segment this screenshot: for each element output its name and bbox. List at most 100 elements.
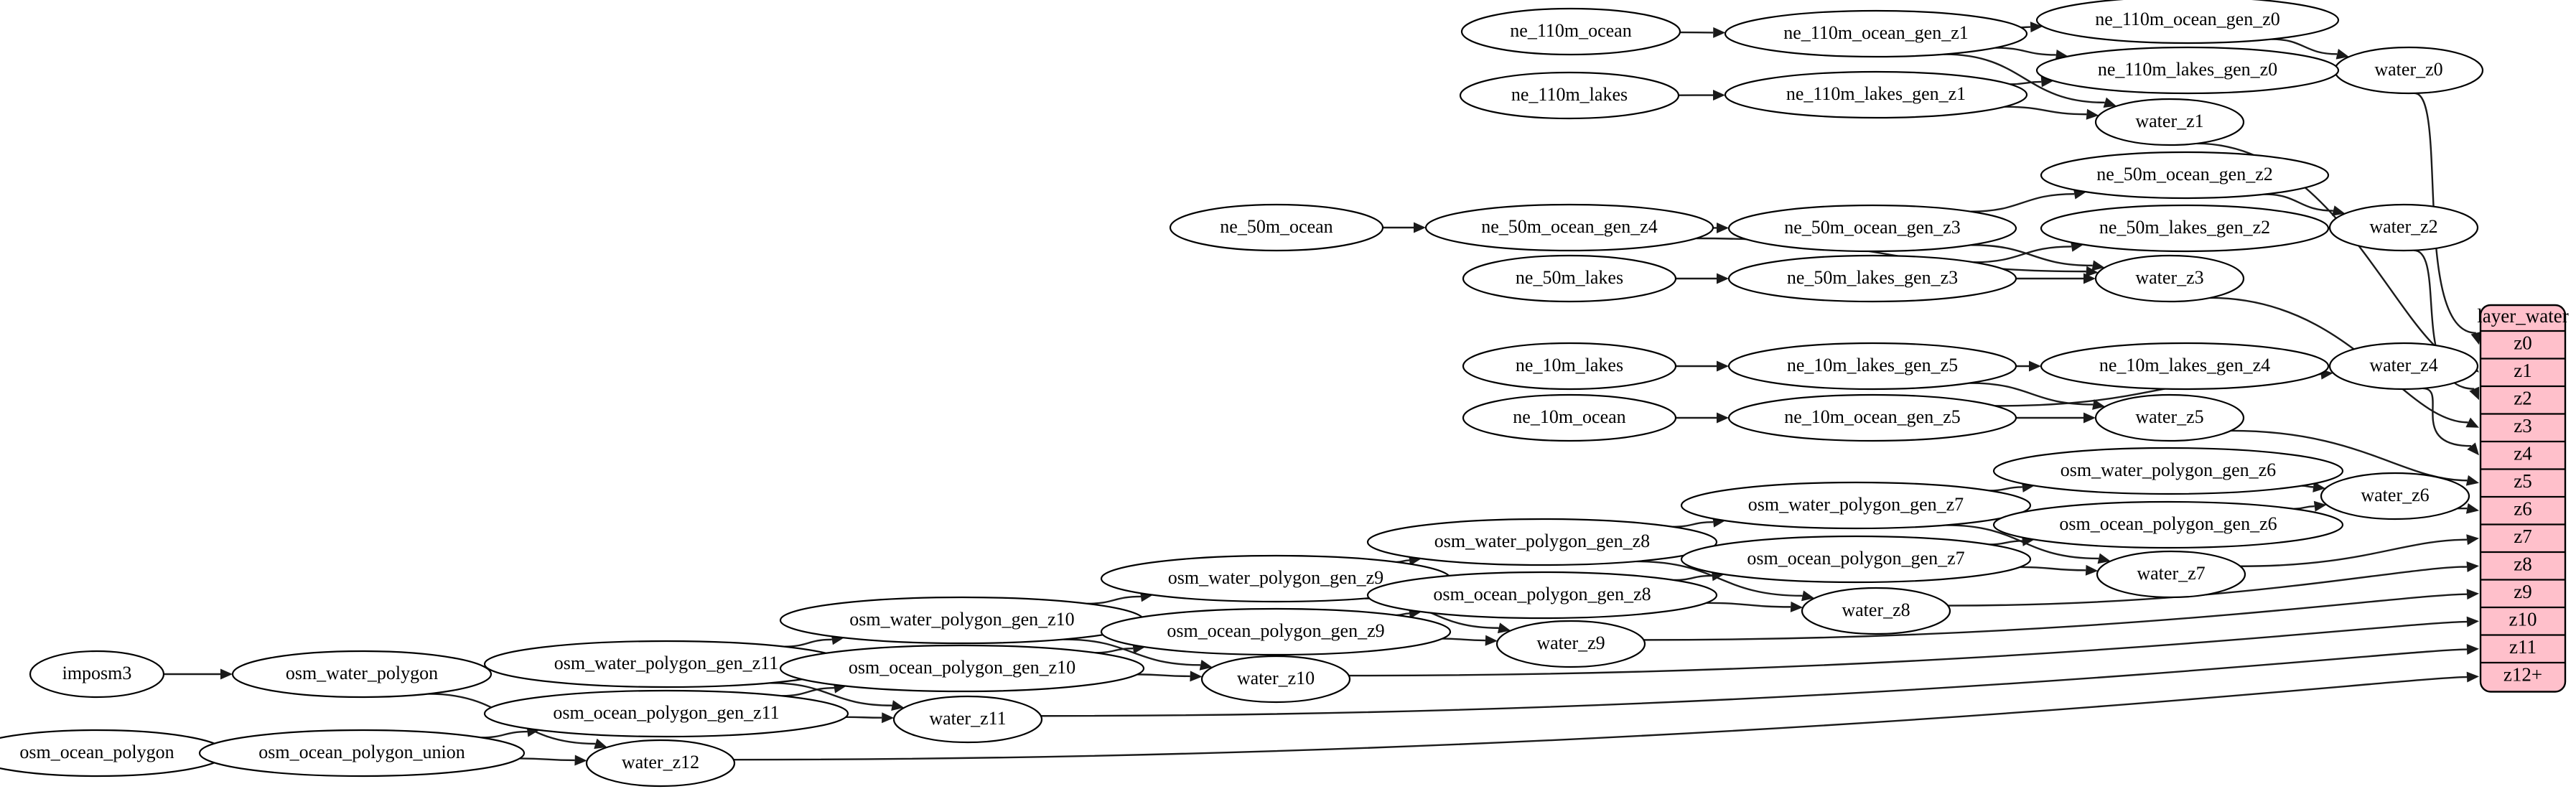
record-row-z7[interactable]: z7 [2514,526,2531,547]
record-row-z3[interactable]: z3 [2514,415,2531,436]
node-ne_10m_ocean_gen_z5[interactable]: ne_10m_ocean_gen_z5 [1727,393,2017,442]
record-row-z2[interactable]: z2 [2514,387,2531,408]
edge-arrowhead [1717,360,1729,372]
node-osm_ocean_polygon_gen_z8[interactable]: osm_ocean_polygon_gen_z8 [1366,571,1718,620]
edge-arrowhead [2466,671,2479,683]
node-water_z6[interactable]: water_z6 [2320,472,2470,520]
node-osm_water_polygon_gen_z10[interactable]: osm_water_polygon_gen_z10 [779,596,1145,645]
node-ne_50m_lakes_gen_z2[interactable]: ne_50m_lakes_gen_z2 [2040,204,2330,253]
node-ne_110m_ocean_gen_z0[interactable]: ne_110m_ocean_gen_z0 [2035,0,2340,45]
node-osm_ocean_polygon_gen_z10[interactable]: osm_ocean_polygon_gen_z10 [779,644,1145,693]
node-label: ne_10m_ocean [1513,406,1625,427]
record-row-z9[interactable]: z9 [2514,581,2531,602]
node-shape [2096,550,2246,599]
node-ne_50m_ocean_gen_z2[interactable]: ne_50m_ocean_gen_z2 [2040,151,2330,200]
edge-arrowhead [2040,76,2054,88]
node-osm_water_polygon_gen_z6[interactable]: osm_water_polygon_gen_z6 [1992,447,2344,495]
node-label: ne_50m_ocean_gen_z2 [2096,164,2272,185]
node-ne_50m_lakes_gen_z3[interactable]: ne_50m_lakes_gen_z3 [1727,254,2017,303]
node-osm_ocean_polygon_union[interactable]: osm_ocean_polygon_union [198,729,526,778]
node-osm_water_polygon_gen_z7[interactable]: osm_water_polygon_gen_z7 [1680,481,2032,530]
edge-arrowhead [220,668,233,680]
node-ne_50m_ocean[interactable]: ne_50m_ocean [1169,203,1384,252]
node-imposm3[interactable]: imposm3 [29,650,165,699]
node-water_z1[interactable]: water_z1 [2094,98,2245,146]
node-ne_10m_lakes_gen_z5[interactable]: ne_10m_lakes_gen_z5 [1727,342,2017,391]
node-ne_110m_lakes_gen_z0[interactable]: ne_110m_lakes_gen_z0 [2035,46,2340,95]
edge-osm_ocean_polygon_union-to-water_z12 [519,757,575,762]
node-ne_50m_ocean_gen_z3[interactable]: ne_50m_ocean_gen_z3 [1727,204,2017,253]
node-osm_ocean_polygon[interactable]: osm_ocean_polygon [0,729,228,778]
node-shape [892,695,1043,744]
node-osm_ocean_polygon_gen_z11[interactable]: osm_ocean_polygon_gen_z11 [483,689,849,738]
node-water_z0[interactable]: water_z0 [2333,46,2484,95]
node-ne_110m_lakes[interactable]: ne_110m_lakes [1459,71,1680,120]
node-water_z12[interactable]: water_z12 [585,739,736,788]
node-label: osm_water_polygon [286,663,438,683]
node-shape [1724,70,2028,119]
edge-ne_50m_ocean_gen_z2-to-water_z2 [2264,193,2333,212]
edge-arrowhead [1713,90,1726,101]
record-row-z0[interactable]: z0 [2514,332,2531,353]
node-ne_10m_ocean[interactable]: ne_10m_ocean [1462,393,1677,442]
node-label: ne_50m_lakes [1516,267,1623,288]
edge-arrowhead [2103,97,2117,108]
edge-arrowhead [2335,49,2349,60]
node-ne_50m_lakes[interactable]: ne_50m_lakes [1462,254,1677,303]
node-ne_10m_lakes_gen_z4[interactable]: ne_10m_lakes_gen_z4 [2040,342,2330,391]
edge-arrowhead [2465,417,2479,428]
node-osm_water_polygon_gen_z9[interactable]: osm_water_polygon_gen_z9 [1100,554,1452,603]
record-row-z11[interactable]: z11 [2509,636,2537,658]
node-ne_110m_ocean_gen_z1[interactable]: ne_110m_ocean_gen_z1 [1724,9,2028,58]
record-row-z8[interactable]: z8 [2514,553,2531,574]
record-row-z4[interactable]: z4 [2514,442,2532,464]
record-row-z1[interactable]: z1 [2514,360,2531,381]
node-shape [1801,587,1951,635]
edge-osm_water_polygon_gen_z11-to-water_z11 [769,682,892,706]
node-water_z10[interactable]: water_z10 [1200,655,1351,704]
node-ne_110m_ocean[interactable]: ne_110m_ocean [1460,7,1681,56]
node-label: water_z3 [2135,267,2203,288]
node-label: ne_110m_lakes [1511,84,1628,105]
node-ne_10m_lakes[interactable]: ne_10m_lakes [1462,342,1677,391]
node-water_z11[interactable]: water_z11 [892,695,1043,744]
record-row-z6[interactable]: z6 [2514,498,2531,519]
node-osm_water_polygon_gen_z8[interactable]: osm_water_polygon_gen_z8 [1366,518,1718,566]
node-water_z3[interactable]: water_z3 [2094,254,2245,303]
edge-arrowhead [2313,500,2327,512]
node-osm_ocean_polygon_gen_z6[interactable]: osm_ocean_polygon_gen_z6 [1992,500,2344,549]
node-shape [1366,571,1718,620]
node-water_z8[interactable]: water_z8 [1801,587,1951,635]
node-label: osm_ocean_polygon_gen_z6 [2059,513,2277,534]
record-node-layer-water[interactable]: layer_waterz0z1z2z3z4z5z6z7z8z9z10z11z12… [2477,304,2569,693]
edge-arrowhead [1717,273,1729,284]
edge-arrowhead [2029,360,2041,372]
node-shape [2040,204,2330,253]
record-row-z12+[interactable]: z12+ [2503,663,2542,685]
edge-arrowhead [2313,481,2325,492]
node-water_z2[interactable]: water_z2 [2328,203,2479,252]
edge-arrowhead [2097,553,2111,564]
record-row-z5[interactable]: z5 [2514,470,2531,492]
node-shape [585,739,736,788]
node-water_z5[interactable]: water_z5 [2094,393,2245,442]
node-water_z7[interactable]: water_z7 [2096,550,2246,599]
node-osm_ocean_polygon_gen_z7[interactable]: osm_ocean_polygon_gen_z7 [1680,535,2032,584]
edge-ne_50m_ocean_gen_z3-to-ne_50m_ocean_gen_z2 [1971,192,2075,213]
node-label: osm_ocean_polygon_gen_z9 [1167,620,1384,641]
node-water_z4[interactable]: water_z4 [2328,342,2479,391]
node-water_z9[interactable]: water_z9 [1495,620,1646,668]
node-osm_ocean_polygon_gen_z9[interactable]: osm_ocean_polygon_gen_z9 [1100,607,1452,656]
node-label: osm_ocean_polygon_gen_z10 [849,657,1075,678]
edge-osm_water_polygon_gen_z11-to-osm_water_polygon_gen_z10 [784,638,832,648]
edge-water_z4-to-layer_water-z4 [2422,387,2472,447]
node-ne_50m_ocean_gen_z4[interactable]: ne_50m_ocean_gen_z4 [1424,203,1714,252]
node-osm_water_polygon[interactable]: osm_water_polygon [231,650,493,699]
node-label: water_z7 [2137,563,2205,584]
edge-water_z8-to-layer_water-z8 [1948,566,2468,607]
node-ne_110m_lakes_gen_z1[interactable]: ne_110m_lakes_gen_z1 [1724,70,2028,119]
edge-arrowhead [1717,222,1730,233]
node-shape [2035,0,2340,45]
record-row-z10[interactable]: z10 [2509,608,2537,630]
edge-arrowhead [2091,260,2105,271]
